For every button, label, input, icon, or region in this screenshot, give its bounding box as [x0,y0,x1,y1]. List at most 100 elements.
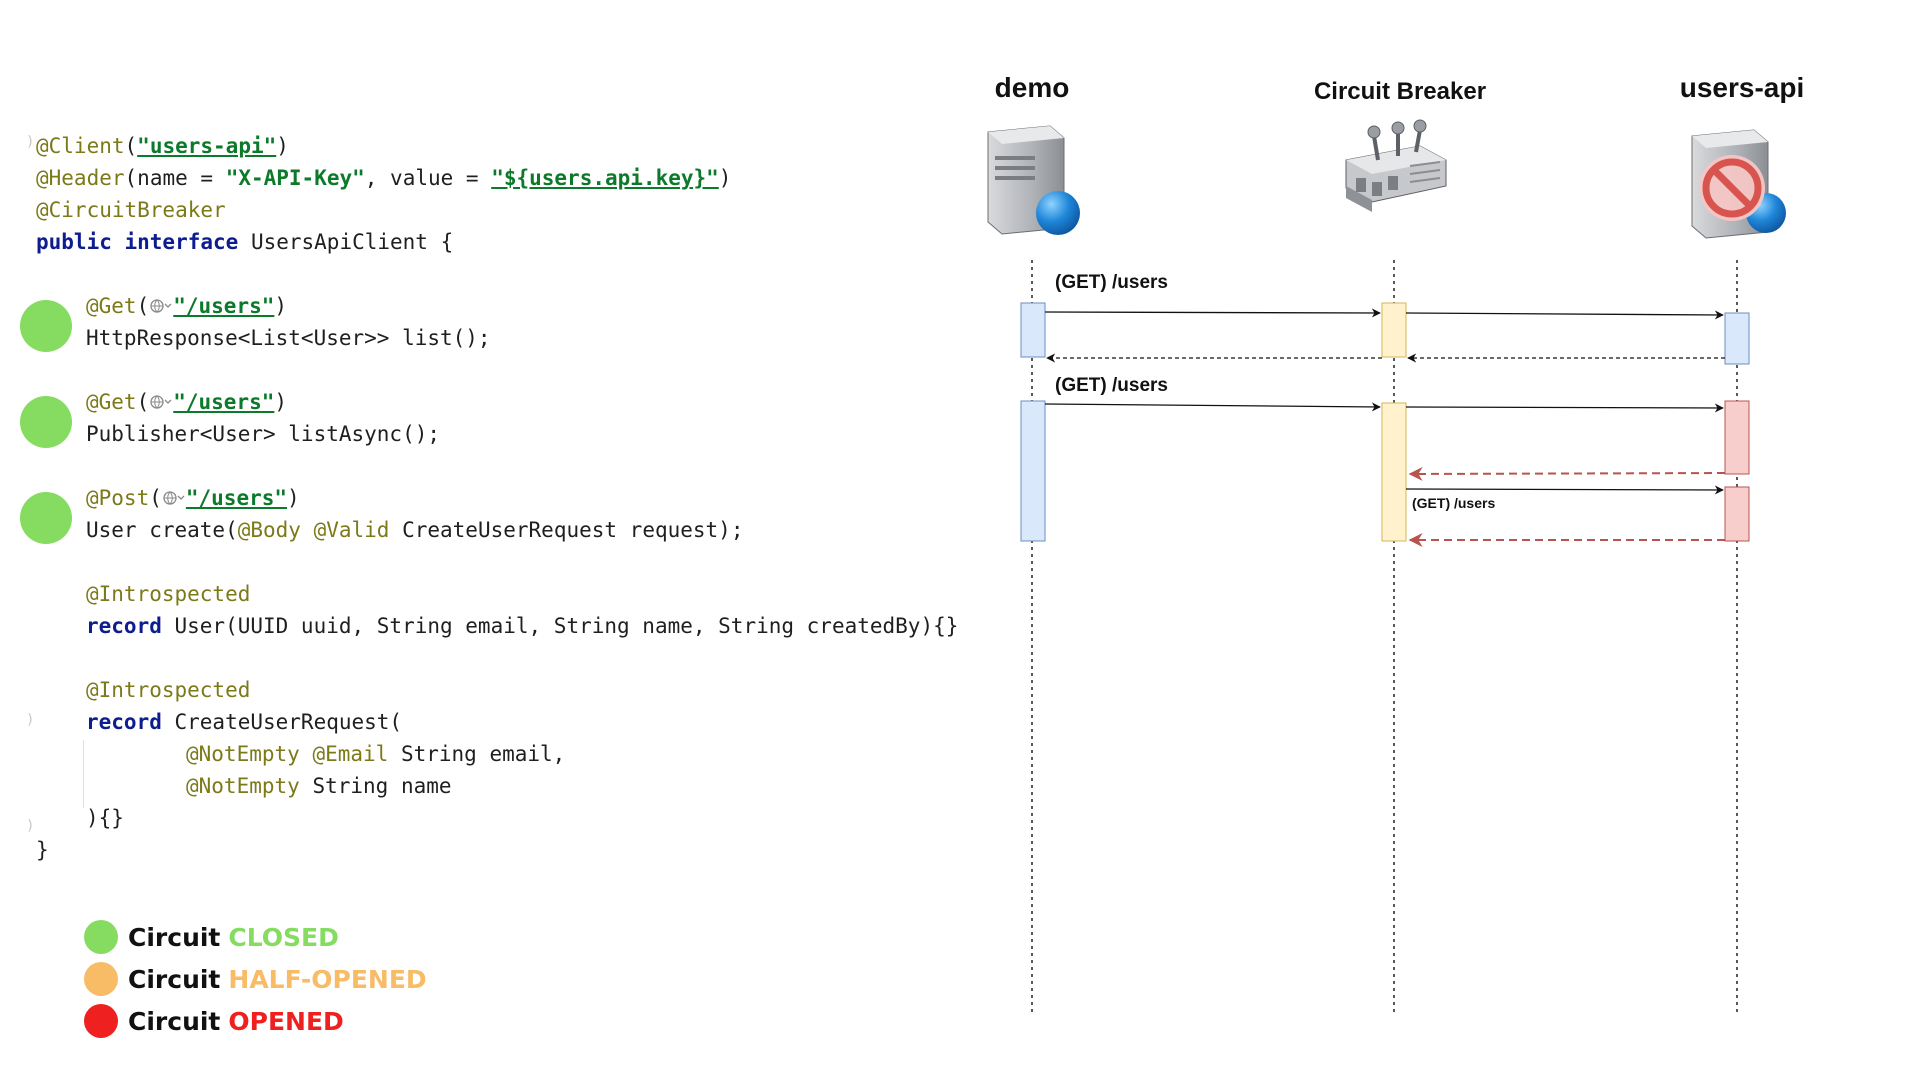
globe-icon [163,491,185,505]
code-line-list-async: Publisher<User> listAsync(); [86,418,440,450]
valid-annotation: @Valid [313,518,390,542]
message-label-1: (GET) /users [1055,272,1168,293]
code-line-name-field: @NotEmpty String name [186,770,452,802]
fold-marker: ) [26,712,35,728]
circuit-closed-indicator [20,492,72,544]
code-line-close-record: ){} [86,802,124,834]
circuit-breaker-annotation: @CircuitBreaker [36,198,226,222]
no-entry-icon [1699,155,1765,221]
record-keyword: record [86,710,162,734]
code-line-post: @Post("/users") [86,486,300,510]
forward-arrow [1405,403,1724,413]
close-interface: } [36,838,49,862]
header-annotation: @Header [36,166,125,190]
list-async-signature: Publisher<User> listAsync(); [86,422,441,446]
create-signature-end: CreateUserRequest request); [389,518,744,542]
client-annotation: @Client [36,134,125,158]
code-line-header: @Header(name = "X-API-Key", value = "${u… [36,166,732,190]
globe-icon [1036,191,1080,235]
user-record-definition: User(UUID uuid, String email, String nam… [161,614,959,638]
code-line-introspected-2: @Introspected [86,674,250,706]
create-record-definition: CreateUserRequest( [161,710,403,734]
activation-users-api-failed [1724,486,1750,542]
failure-arrow [1408,466,1726,481]
activation-circuit-breaker [1381,402,1407,542]
circuit-closed-indicator [20,396,72,448]
code-line-list: HttpResponse<List<User>> list(); [86,322,491,354]
circuit-closed-indicator [20,300,72,352]
green-circle-icon [84,920,118,954]
code-panel: ) ) ) @Client("users-api") @Header(name … [20,134,958,1038]
legend-state-closed: CLOSED [228,922,339,952]
get-path: "/users" [173,294,275,318]
fold-marker: ) [26,818,35,834]
legend-item-opened: Circuit OPENED [84,1004,344,1038]
list-signature: HttpResponse<List<User>> list(); [86,326,491,350]
close-record: ){} [86,806,124,830]
message-label-retry: (GET) /users [1412,495,1496,511]
get-annotation: @Get [86,294,137,318]
interface-name: UsersApiClient { [238,230,454,254]
legend-state-opened: OPENED [228,1006,344,1036]
code-line-introspected-1: @Introspected [86,578,250,610]
post-path: "/users" [185,486,288,510]
create-signature-start: User create( [86,518,238,542]
client-value: "users-api" [137,134,277,158]
message-label-2: (GET) /users [1055,375,1168,396]
name-field: String name [299,774,452,798]
activation-demo [1020,400,1046,542]
header-value-key: , value = [364,166,492,190]
interface-keyword: public interface [36,230,239,254]
server-icon [987,125,1080,235]
fold-marker: ) [26,134,35,150]
orange-circle-icon [84,962,118,996]
legend-label: Circuit [128,1006,221,1036]
red-circle-icon [84,1004,118,1038]
record-keyword: record [86,614,162,638]
notempty-annotation: @NotEmpty [186,742,300,766]
code-line-email-field: @NotEmpty @Email String email, [186,738,565,770]
code-line-interface: public interface UsersApiClient { [36,226,453,258]
legend-label: Circuit [128,964,221,994]
code-line-close-interface: } [36,834,49,866]
legend-state-half-opened: HALF-OPENED [228,964,427,994]
notempty-annotation: @NotEmpty [186,774,300,798]
globe-icon [150,299,172,313]
header-name-key: name = [137,166,226,190]
email-annotation: @Email [312,742,389,766]
indent-guide [83,740,84,808]
body-annotation: @Body [237,518,301,542]
post-annotation: @Post [86,486,150,510]
code-line-get-2: @Get("/users") [86,390,288,414]
code-line-create-record: record CreateUserRequest( [86,706,402,738]
introspected-annotation: @Introspected [86,582,251,606]
server-unavailable-icon [1691,129,1786,239]
request-arrow [1044,402,1381,412]
retry-arrow [1405,485,1724,495]
code-line-client: @Client("users-api") [36,134,289,158]
introspected-annotation: @Introspected [86,678,251,702]
get-path: "/users" [173,390,275,414]
participant-circuit-breaker: Circuit Breaker [1313,78,1487,105]
header-value-value: "${users.api.key}" [491,166,719,190]
activation-circuit-breaker [1381,302,1407,358]
get-annotation: @Get [86,390,137,414]
participant-users-api: users-api [1679,72,1805,103]
code-line-create: User create(@Body @Valid CreateUserReque… [86,514,743,546]
forward-arrow [1405,310,1724,320]
code-line-user-record: record User(UUID uuid, String email, Str… [86,610,958,642]
code-line-get-1: @Get("/users") [86,294,288,318]
legend-item-closed: Circuit CLOSED [84,920,339,954]
legend-item-half-opened: Circuit HALF-OPENED [84,962,427,996]
code-line-circuit-breaker: @CircuitBreaker [36,194,226,226]
legend-label: Circuit [128,922,221,952]
activation-users-api [1724,312,1750,365]
email-field: String email, [388,742,566,766]
activation-users-api-failed [1724,400,1750,475]
circuit-breaker-icon [1345,119,1447,212]
activation-demo [1020,302,1046,358]
request-arrow [1044,308,1381,318]
globe-icon [150,395,172,409]
participant-demo: demo [994,72,1070,103]
